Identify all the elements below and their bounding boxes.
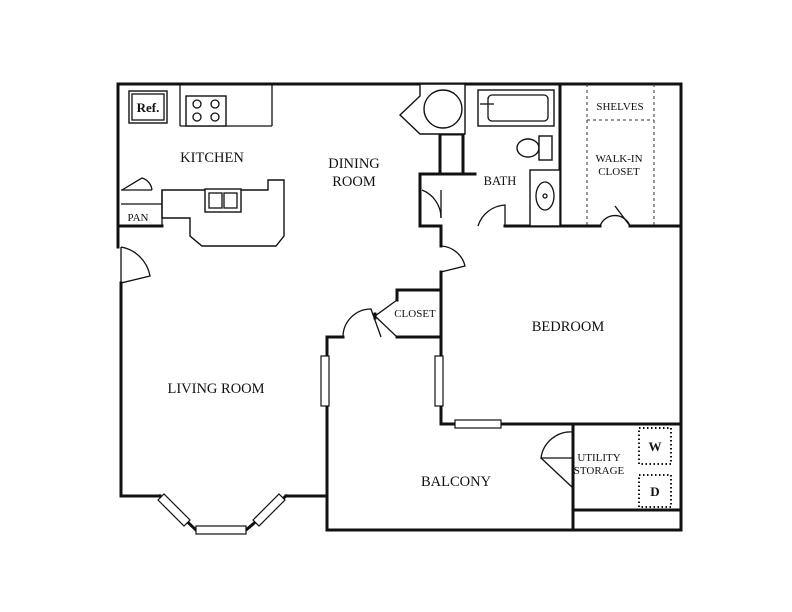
room-labels: KITCHEN DINING ROOM BATH SHELVES WALK-IN… [128, 101, 644, 490]
refrigerator-label: Ref. [137, 100, 160, 115]
utility-door [540, 431, 574, 459]
bath-label: BATH [484, 174, 517, 188]
bathtub [477, 89, 555, 127]
bay-window-right [252, 493, 286, 527]
closet-door [373, 299, 398, 338]
walkin-shelves [586, 84, 655, 226]
utility-storage-label-line1: UTILITY [577, 452, 620, 464]
balcony-label: BALCONY [421, 474, 492, 490]
bath-bedroom-door [477, 204, 506, 227]
dryer [638, 474, 672, 508]
hall-door [342, 308, 382, 338]
shelves-label: SHELVES [596, 101, 643, 113]
toilet [516, 138, 540, 158]
bedroom-label: BEDROOM [532, 319, 605, 335]
kitchen-fixtures: Ref. [121, 84, 285, 247]
bedroom-balcony-window [454, 419, 502, 429]
bay-window-left [157, 493, 191, 527]
toilet-tank [538, 135, 553, 161]
entry-door [120, 246, 151, 284]
kitchen-peninsula [161, 179, 285, 247]
windows [157, 355, 502, 535]
kitchen-label: KITCHEN [180, 150, 244, 166]
closet-label: CLOSET [394, 308, 436, 320]
walkin-closet-label-line1: WALK-IN [595, 153, 642, 165]
pantry-door [121, 177, 153, 191]
bath-door [421, 189, 442, 219]
living-slider-window [320, 355, 330, 407]
washer [638, 427, 672, 465]
dining-room-label-line2: ROOM [332, 174, 376, 190]
pantry-label: PAN [128, 212, 149, 224]
bath-sink [535, 181, 555, 211]
refrigerator [128, 90, 168, 124]
stove [185, 95, 227, 127]
doors [120, 177, 631, 489]
dryer-label: D [650, 484, 659, 499]
washer-label: W [649, 439, 662, 454]
bay-window-center [195, 525, 247, 535]
kitchen-sink [204, 188, 242, 213]
bedroom-slider-window [434, 355, 444, 407]
bath-fixtures [398, 83, 561, 227]
dining-room-label-line1: DINING [328, 156, 380, 172]
water-heater [423, 89, 463, 129]
bedroom-door [440, 245, 466, 273]
utility-storage-label-line2: STORAGE [574, 465, 625, 477]
walkin-closet-label-line2: CLOSET [598, 166, 640, 178]
utility-appliances: W D [638, 427, 672, 508]
living-room-label: LIVING ROOM [167, 381, 264, 397]
